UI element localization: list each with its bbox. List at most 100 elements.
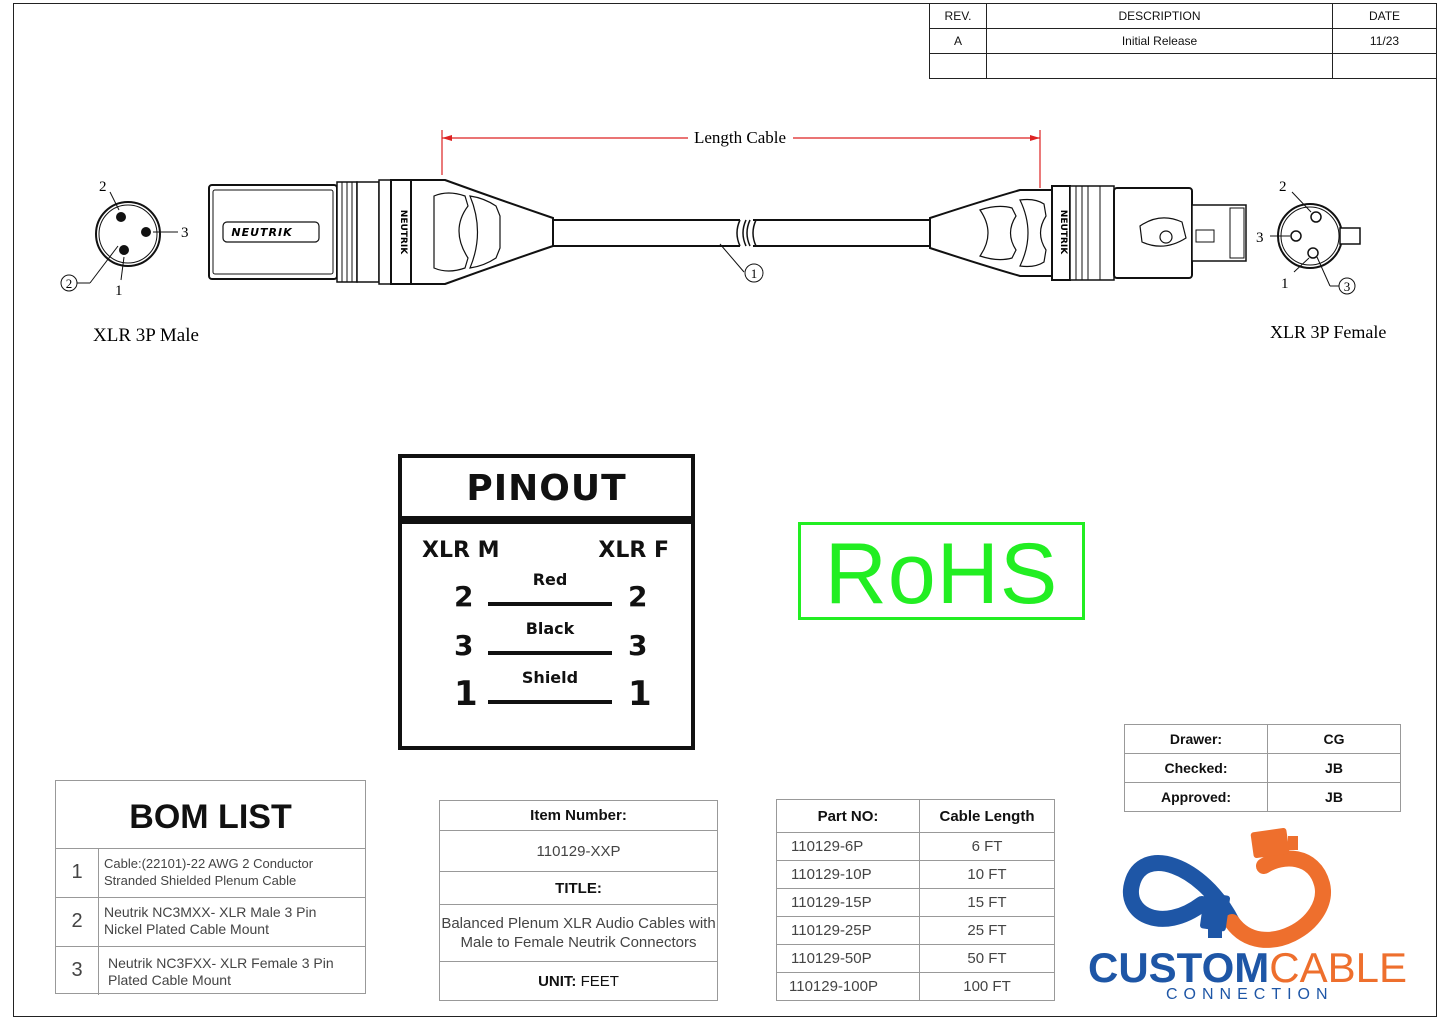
pin-right: 3 [628, 629, 648, 662]
part-no-cell: 110129-6P [776, 832, 920, 861]
item-number-value: 110129-XXP [439, 830, 718, 872]
bom-number: 2 [56, 898, 99, 946]
bom-description: Neutrik NC3MXX- XLR Male 3 Pin Nickel Pl… [104, 904, 359, 938]
cable-loop-icon [1122, 828, 1331, 948]
female-pin-2 [1310, 211, 1322, 223]
part-no-header: Part NO: [776, 799, 920, 833]
part-no-cell: 110129-15P [776, 888, 920, 917]
neutrik-vertical-mark: NEUTRIK [1058, 210, 1068, 255]
pinout-row: 1 Shield 1 [402, 664, 691, 714]
bom-line: Plated Cable Mount [108, 972, 231, 988]
bom-number: 1 [56, 849, 99, 897]
length-cell: 100 FT [919, 972, 1055, 1001]
logo-word-cable: CABLE [1269, 944, 1407, 991]
pin-right: 1 [628, 674, 652, 714]
pinout-row: 3 Black 3 [402, 615, 691, 665]
wire-line [488, 602, 612, 606]
female-pin-label: 3 [1256, 230, 1264, 246]
male-connector-label: XLR 3P Male [93, 325, 199, 346]
female-pin-1 [1307, 247, 1319, 259]
drawing-border [13, 3, 1437, 1017]
bom-title: BOM LIST [56, 781, 365, 849]
female-pin-label: 2 [1279, 179, 1287, 195]
approval-value: JB [1267, 782, 1401, 812]
pin-left: 1 [454, 674, 478, 714]
wire-label: Red [532, 570, 568, 589]
pin-right: 2 [628, 580, 648, 613]
pin-left: 3 [454, 629, 474, 662]
male-pin-3 [141, 227, 151, 237]
bom-list: BOM LIST 1 Cable:(22101)-22 AWG 2 Conduc… [55, 780, 366, 995]
male-pin-label: 1 [115, 283, 123, 299]
rev-cell-empty [929, 53, 987, 79]
bom-line: Neutrik NC3MXX- XLR Male 3 Pin [104, 904, 317, 920]
pinout-row: 2 Red 2 [402, 566, 691, 616]
bom-description: Neutrik NC3FXX- XLR Female 3 Pin Plated … [108, 955, 359, 989]
length-cell: 25 FT [919, 916, 1055, 945]
title-line: Balanced Plenum XLR Audio Cables with [441, 915, 716, 932]
revision-table: REV. DESCRIPTION DATE A Initial Release … [929, 3, 1437, 79]
part-no-cell: 110129-25P [776, 916, 920, 945]
female-face-view: 2 3 1 3 XLR 3P Female [1256, 179, 1386, 342]
cable-body: 1 [553, 219, 930, 283]
neutrik-logo-male: NEUTRIK [231, 226, 293, 239]
cable-length-header: Cable Length [919, 799, 1055, 833]
date-cell-empty [1332, 53, 1437, 79]
part-no-cell: 110129-10P [776, 860, 920, 889]
bom-description: Cable:(22101)-22 AWG 2 Conductor Strande… [104, 855, 359, 889]
logo-wordmark: CUSTOMCABLE [1088, 944, 1407, 992]
length-cell: 6 FT [919, 832, 1055, 861]
length-cell: 10 FT [919, 860, 1055, 889]
pin-left: 2 [454, 580, 474, 613]
balloon-label: 2 [66, 276, 73, 291]
company-logo: CUSTOMCABLE CONNECTION [1082, 824, 1434, 1009]
wire-line [488, 651, 612, 655]
title-label: TITLE: [439, 871, 718, 905]
neutrik-vertical-mark: NEUTRIK [398, 210, 408, 255]
female-xlr-connector: NEUTRIK [929, 185, 1247, 281]
bom-row: 1 Cable:(22101)-22 AWG 2 Conductor Stran… [56, 849, 365, 898]
length-cable-label: Length Cable [694, 128, 786, 147]
description-header: DESCRIPTION [986, 3, 1333, 29]
length-cell: 50 FT [919, 944, 1055, 973]
length-cell: 15 FT [919, 888, 1055, 917]
pinout-box: PINOUT XLR M XLR F 2 Red 2 3 Black 3 1 S… [398, 454, 695, 750]
part-no-cell: 110129-100P [776, 972, 920, 1001]
female-pin-3 [1290, 230, 1302, 242]
male-pin-label: 3 [181, 225, 189, 241]
logo-subtitle: CONNECTION [1166, 986, 1334, 1003]
bom-row: 3 Neutrik NC3FXX- XLR Female 3 Pin Plate… [56, 947, 365, 995]
unit-label: UNIT: [538, 972, 577, 990]
approval-value: JB [1267, 753, 1401, 783]
length-dimension: Length Cable [441, 128, 1041, 188]
approval-table: Drawer: CG Checked: JB Approved: JB [1124, 724, 1401, 812]
wire-label: Black [525, 619, 575, 638]
date-cell: 11/23 [1332, 28, 1437, 54]
balloon-label: 1 [751, 266, 758, 281]
date-header: DATE [1332, 3, 1437, 29]
approval-label: Checked: [1124, 753, 1268, 783]
wire-line [488, 700, 612, 704]
male-face-view: 2 3 1 2 XLR 3P Male [60, 179, 199, 346]
title-value: Balanced Plenum XLR Audio Cables with Ma… [439, 904, 718, 962]
bom-row: 2 Neutrik NC3MXX- XLR Male 3 Pin Nickel … [56, 898, 365, 947]
female-connector-label: XLR 3P Female [1270, 322, 1386, 342]
title-block: Item Number: 110129-XXP TITLE: Balanced … [439, 800, 718, 1001]
male-pin-label: 2 [99, 179, 107, 195]
bom-number: 3 [56, 947, 99, 995]
approval-label: Approved: [1124, 782, 1268, 812]
xlr-m-header: XLR M [422, 538, 500, 563]
item-number-label: Item Number: [439, 800, 718, 831]
wire-label: Shield [521, 668, 579, 687]
xlr-f-header: XLR F [598, 538, 669, 563]
unit-row: UNIT: FEET [439, 961, 718, 1001]
female-pin-label: 1 [1281, 276, 1289, 292]
approval-label: Drawer: [1124, 724, 1268, 754]
title-line: Male to Female Neutrik Connectors [460, 934, 697, 951]
bom-line: Stranded Shielded Plenum Cable [104, 873, 297, 888]
bom-line: Nickel Plated Cable Mount [104, 921, 269, 937]
bom-line: Neutrik NC3FXX- XLR Female 3 Pin [108, 955, 334, 971]
male-pin-2 [116, 212, 126, 222]
cable-drawing: Length Cable 2 3 1 2 XLR 3P Male NEUTRIK… [60, 128, 1386, 346]
